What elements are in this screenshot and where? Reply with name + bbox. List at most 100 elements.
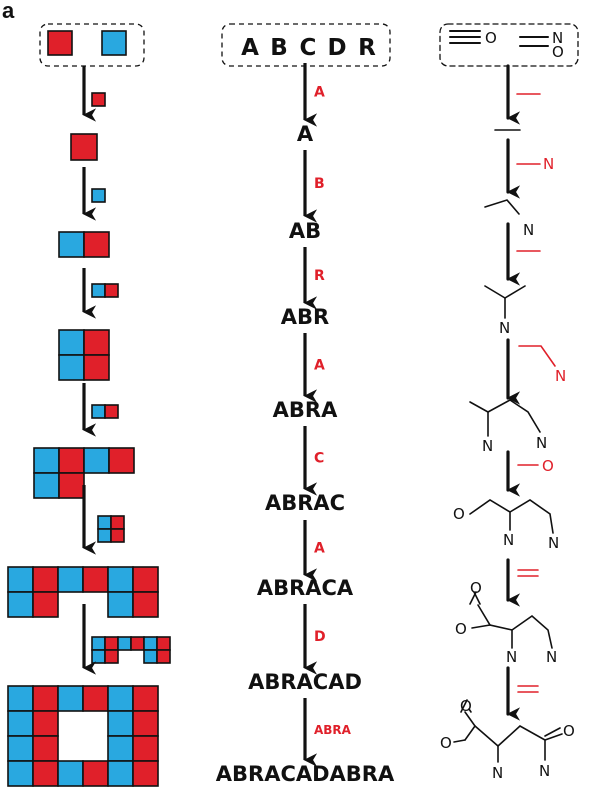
block-cell — [57, 760, 84, 787]
block-cell — [107, 760, 134, 787]
addition-label: ABRA — [314, 723, 352, 737]
block-cell — [32, 591, 59, 618]
s5-n1: N — [503, 531, 514, 549]
chem-additions — [516, 93, 556, 693]
block-assembly-column — [7, 23, 171, 787]
block-cell — [91, 283, 106, 298]
add-square — [97, 515, 125, 543]
sequence-result: ABR — [281, 305, 329, 329]
structure-2 — [58, 231, 110, 258]
s7-n1: N — [492, 764, 503, 782]
block-cell — [110, 528, 125, 543]
s5-o: O — [453, 505, 465, 523]
alphabet-box — [221, 23, 391, 67]
block-cell — [58, 447, 85, 474]
s5-n2: N — [548, 534, 559, 552]
addition-label: B — [314, 176, 325, 192]
add-blue — [91, 188, 106, 203]
block-cell — [132, 760, 159, 787]
block-cell — [130, 636, 145, 651]
block-shapes — [7, 30, 171, 787]
add-n-1: N — [543, 155, 554, 173]
s7-o2: O — [440, 734, 452, 752]
block-cell — [58, 231, 85, 258]
reagent-red-block — [47, 30, 73, 56]
sequence-result: ABRACADABRA — [216, 762, 395, 786]
block-cell — [97, 515, 112, 530]
block-cell — [107, 685, 134, 712]
chemistry-column: O N O N N O — [439, 23, 579, 782]
block-cell — [104, 649, 119, 664]
block-cell — [82, 760, 109, 787]
block-reagent-box — [39, 23, 145, 67]
s6-n1: N — [506, 648, 517, 666]
block-cell — [104, 636, 119, 651]
reagent-blue-block — [101, 30, 127, 56]
block-cell — [143, 636, 158, 651]
block-cell — [104, 283, 119, 298]
addition-label: D — [314, 629, 326, 645]
block-cell — [7, 566, 34, 593]
block-cell — [70, 133, 98, 161]
block-cell — [91, 649, 106, 664]
block-cell — [32, 735, 59, 762]
sequence-result: ABRAC — [265, 491, 345, 515]
block-cell — [132, 735, 159, 762]
alphabet-letter: A — [241, 35, 259, 61]
structure-5 — [7, 566, 159, 618]
alphabet-letter: C — [300, 35, 317, 61]
block-cell — [107, 710, 134, 737]
block-cell — [32, 685, 59, 712]
s7-o1: O — [460, 697, 472, 715]
block-cell — [7, 710, 34, 737]
block-cell — [83, 354, 110, 381]
sequence-result: ABRACA — [257, 576, 354, 600]
block-cell — [117, 636, 132, 651]
block-cell — [91, 636, 106, 651]
block-cell — [107, 735, 134, 762]
block-cell — [110, 515, 125, 530]
block-cell — [82, 685, 109, 712]
s7-n2: N — [539, 762, 550, 780]
s6-n2: N — [546, 648, 557, 666]
block-cell — [58, 329, 85, 356]
block-cell — [132, 566, 159, 593]
block-cell — [7, 591, 34, 618]
add-blue-red-2 — [91, 404, 119, 419]
s4-n2: N — [536, 434, 547, 452]
chem-molecules — [453, 129, 563, 763]
reagent-n: N — [552, 29, 563, 47]
block-cell — [47, 30, 73, 56]
add-n-2: N — [555, 367, 566, 385]
block-cell — [156, 636, 171, 651]
block-cell — [58, 354, 85, 381]
block-cell — [83, 447, 110, 474]
block-cell — [104, 404, 119, 419]
block-cell — [107, 591, 134, 618]
alphabet-letter: R — [358, 35, 376, 61]
addition-label: A — [314, 85, 325, 101]
sequence-result: ABRA — [273, 398, 338, 422]
block-cell — [132, 685, 159, 712]
add-blue-red — [91, 283, 119, 298]
block-cell — [101, 30, 127, 56]
block-cell — [7, 685, 34, 712]
s2-n: N — [523, 221, 534, 239]
addition-label: A — [314, 541, 325, 557]
structure-1 — [70, 133, 98, 161]
reagent-o: O — [485, 29, 497, 47]
sequence-result: AB — [289, 219, 321, 243]
structure-6 — [7, 685, 159, 787]
add-o-1: O — [542, 457, 554, 475]
block-cell — [32, 760, 59, 787]
block-cell — [132, 710, 159, 737]
block-cell — [82, 566, 109, 593]
block-cell — [57, 566, 84, 593]
block-cell — [83, 329, 110, 356]
s6-o1: O — [470, 579, 482, 597]
addition-label: A — [314, 358, 325, 374]
letter-sequence: AABABRABRAABRACABRACAABRACADABRACADABRAA… — [216, 85, 395, 787]
